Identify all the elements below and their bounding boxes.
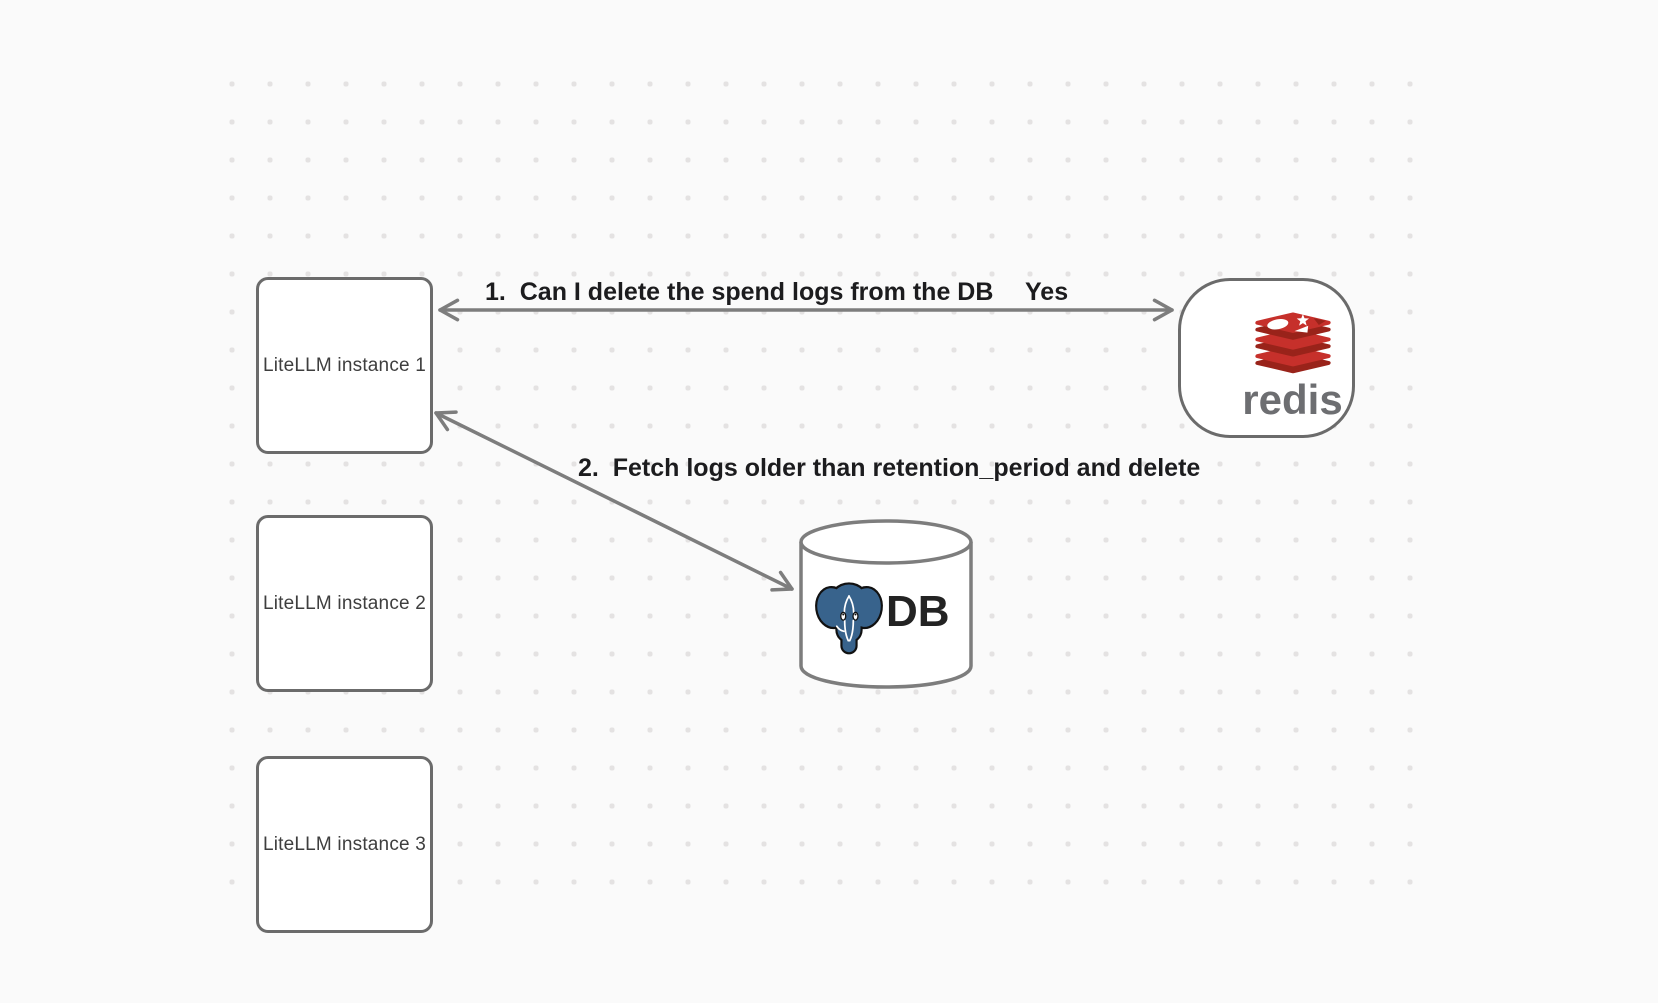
- node-label: LiteLLM instance 3: [262, 833, 427, 855]
- edge-label-fetch-logs: 2. Fetch logs older than retention_perio…: [578, 454, 1201, 482]
- redis-logo-icon: [1254, 312, 1331, 374]
- arrow-instance1-redis[interactable]: [438, 298, 1174, 322]
- redis-content: redis: [1181, 281, 1358, 421]
- node-litellm-instance-3[interactable]: LiteLLM instance 3: [256, 756, 433, 933]
- node-database[interactable]: DB: [798, 518, 974, 690]
- node-litellm-instance-1[interactable]: LiteLLM instance 1: [256, 277, 433, 454]
- db-label: DB: [886, 587, 950, 636]
- arrow-instance1-db[interactable]: [434, 410, 794, 592]
- edge-label-delete-spend-logs: 1. Can I delete the spend logs from the …: [485, 278, 994, 306]
- node-redis[interactable]: redis: [1178, 278, 1355, 438]
- redis-wordmark: redis: [1242, 376, 1343, 423]
- node-label: LiteLLM instance 1: [262, 354, 427, 376]
- edge-label-yes: Yes: [1025, 278, 1069, 306]
- node-label: LiteLLM instance 2: [262, 592, 427, 614]
- postgresql-logo-icon: [815, 582, 883, 655]
- node-litellm-instance-2[interactable]: LiteLLM instance 2: [256, 515, 433, 692]
